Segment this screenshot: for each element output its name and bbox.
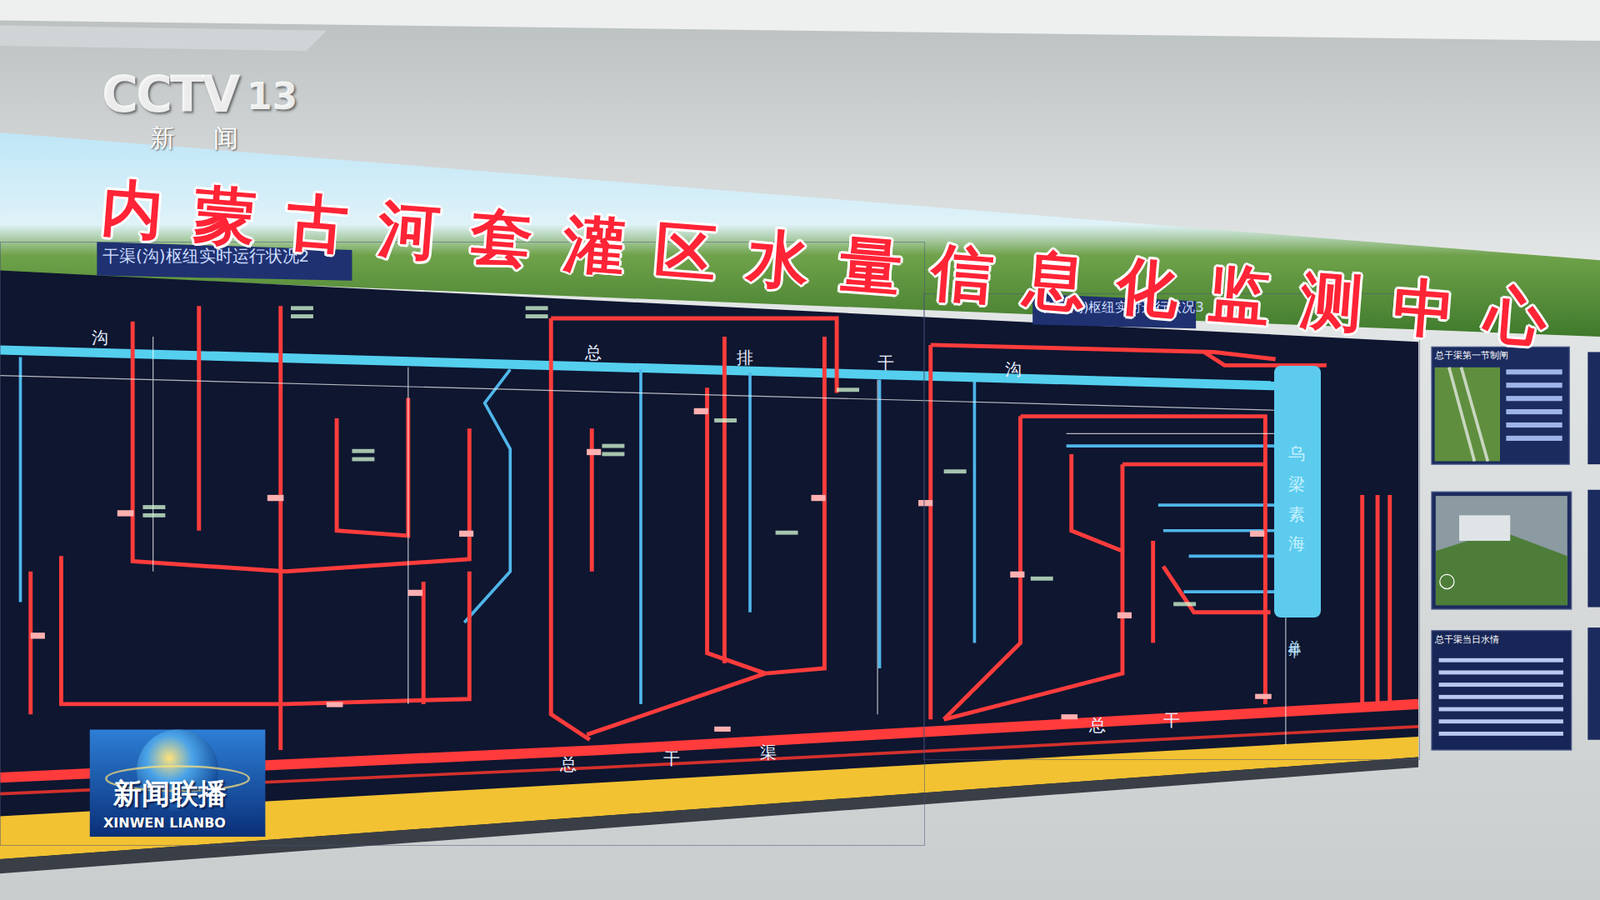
canal-label: 渠 bbox=[760, 741, 777, 765]
canal-label: 干 bbox=[1163, 709, 1180, 732]
news-logo-box bbox=[90, 730, 266, 838]
program-logo: 新闻联播 bbox=[113, 775, 227, 814]
gauge-tags bbox=[30, 408, 1272, 732]
canal-label: 总 bbox=[560, 753, 577, 776]
canal-label: 总 bbox=[585, 341, 602, 365]
canal-label: 排 bbox=[736, 346, 754, 370]
canal-branches bbox=[30, 305, 1390, 750]
drain-branches bbox=[20, 357, 1275, 705]
gate-readings bbox=[1505, 369, 1562, 441]
channel-name: 新 闻 bbox=[150, 121, 254, 156]
gate-photo-building bbox=[1459, 515, 1510, 541]
gate-lines bbox=[0, 336, 1286, 745]
monitor-panel: 总干渠当日水情 bbox=[1431, 630, 1572, 750]
canal-label: 干 bbox=[877, 351, 895, 375]
panel-screen: 干渠(沟)枢纽实时运行状况3乌梁素海 bbox=[923, 293, 1420, 760]
channel-logo: CCTV bbox=[101, 65, 238, 124]
channel-number: 13 bbox=[246, 75, 298, 118]
side-monitor bbox=[1431, 346, 1570, 465]
canal-label: 沟 bbox=[91, 326, 109, 350]
side-monitor bbox=[1587, 627, 1600, 740]
canal-label: 沟 bbox=[1005, 358, 1022, 381]
lake-box: 乌梁素海 bbox=[1274, 365, 1321, 618]
side-monitor bbox=[1587, 490, 1600, 608]
side-monitor bbox=[1431, 630, 1572, 750]
water-table bbox=[1439, 658, 1564, 736]
side-monitor bbox=[1431, 491, 1572, 610]
lake-name: 乌梁素海 bbox=[1274, 365, 1321, 618]
panel-title: 总干渠当日水情 bbox=[1435, 633, 1500, 646]
program-logo-latin: XINWEN LIANBO bbox=[103, 815, 226, 831]
play-icon bbox=[1440, 574, 1455, 589]
aerial-canal bbox=[1449, 367, 1489, 462]
drain-label: 总排干 bbox=[1286, 630, 1303, 640]
canal-label: 总 bbox=[1089, 714, 1106, 737]
panel-screen: 干渠(沟)枢纽实时运行状况2 bbox=[0, 241, 925, 846]
canal-network bbox=[0, 305, 1419, 794]
aerial-photo bbox=[1435, 367, 1500, 462]
gate-photo bbox=[1435, 495, 1568, 605]
gate-photo-trees bbox=[1435, 530, 1568, 605]
ceiling-vent bbox=[0, 25, 327, 52]
gauge-readings bbox=[142, 305, 1196, 606]
monitor-panel: 总干渠第一节制闸 bbox=[1431, 346, 1570, 465]
canal-label: 干 bbox=[663, 747, 680, 770]
side-monitor bbox=[1587, 351, 1600, 465]
